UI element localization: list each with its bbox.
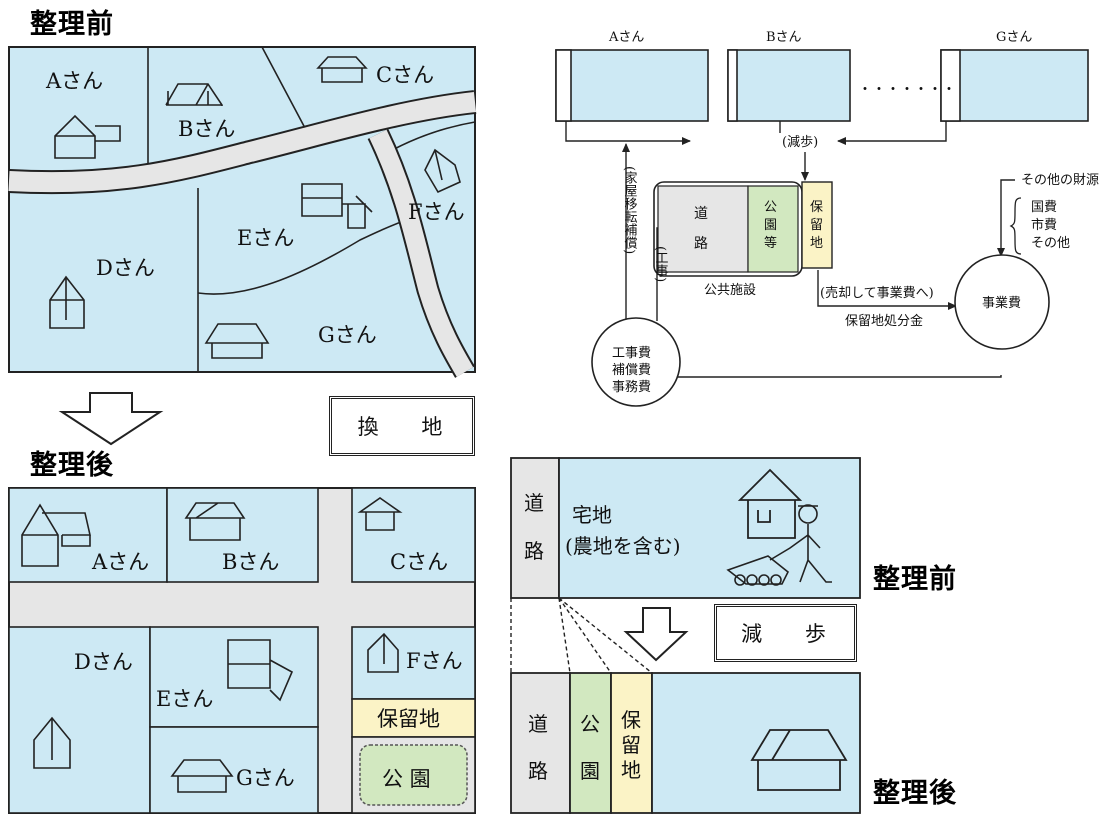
down-arrow-icon	[623, 607, 689, 662]
house-icon	[227, 639, 294, 702]
farmer-icon	[726, 504, 832, 586]
house-icon	[33, 716, 71, 769]
after-owner-e: Eさん	[156, 687, 213, 711]
house-icon	[54, 114, 121, 159]
flow-reserve-1: 保	[810, 200, 823, 215]
after-reserved-label: 保留地	[377, 707, 440, 731]
genbu-road-before-2: 路	[524, 539, 544, 563]
flow-disposal: 保留地処分金	[845, 313, 923, 329]
flow-road-2: 路	[694, 236, 708, 252]
after-owner-a: Aさん	[91, 550, 149, 574]
after-owner-d: Dさん	[74, 650, 133, 674]
genbu-residential-1: 宅地	[572, 503, 612, 527]
flow-genbu: (減歩)	[782, 134, 818, 150]
kanchi-tag: 換 地	[329, 396, 475, 456]
down-arrow-icon	[58, 392, 164, 446]
genbu-reserve-1: 保	[621, 708, 641, 732]
flow-park-2: 園	[764, 218, 777, 233]
before-owner-a: Aさん	[45, 69, 103, 93]
flow-reserve-2: 留	[810, 218, 823, 233]
genbu-residential-2: (農地を含む)	[565, 534, 681, 558]
flow-costs-1: 工事費	[612, 346, 651, 361]
genbu-diagram	[510, 457, 861, 814]
heading-before-right: 整理前	[873, 564, 957, 595]
flow-reserve-3: 地	[810, 236, 823, 251]
house-icon	[204, 323, 270, 359]
heading-before-left: 整理前	[30, 9, 114, 40]
house-icon	[184, 502, 246, 541]
after-owner-g: Gさん	[236, 766, 295, 790]
house-icon	[367, 632, 399, 673]
flow-sale: (売却して事業費へ)	[820, 285, 934, 301]
flow-dots: ・・・・・・・	[858, 82, 956, 98]
flow-source-1: 国費	[1031, 200, 1057, 215]
house-icon	[737, 468, 803, 539]
before-owner-c: Cさん	[376, 63, 434, 87]
before-owner-e: Eさん	[237, 226, 294, 250]
flow-relocation: (家屋移転補償)	[622, 166, 638, 254]
genbu-park-1: 公	[580, 712, 600, 736]
after-owner-f: Fさん	[406, 649, 463, 673]
genbu-reserve-3: 地	[621, 758, 641, 782]
before-owner-g: Gさん	[318, 323, 377, 347]
flow-park-3: 等	[764, 235, 777, 251]
flow-source-3: その他	[1031, 236, 1070, 251]
after-owner-b: Bさん	[222, 550, 279, 574]
house-icon	[750, 729, 848, 791]
flow-owner-b: Bさん	[766, 30, 802, 45]
flow-park-1: 公	[764, 200, 777, 215]
house-icon	[357, 497, 403, 531]
genbu-road-after-1: 道	[528, 712, 548, 736]
house-icon	[49, 275, 85, 329]
after-park-label: 公 園	[382, 767, 431, 791]
house-icon	[170, 759, 234, 793]
flow-road-1: 道	[694, 206, 708, 222]
flow-diagram	[555, 49, 1089, 407]
house-icon	[316, 56, 368, 83]
heading-after-left: 整理後	[30, 450, 114, 481]
flow-construction: (工事)	[653, 246, 669, 282]
genbu-road-before-1: 道	[524, 491, 544, 515]
flow-source-2: 市費	[1031, 217, 1057, 233]
genbu-road-after-2: 路	[528, 759, 548, 783]
before-owner-d: Dさん	[96, 256, 155, 280]
before-owner-b: Bさん	[178, 117, 235, 141]
house-icon	[21, 503, 92, 567]
genbu-reserve-2: 留	[621, 733, 641, 757]
genbu-tag: 減 歩	[714, 604, 857, 662]
flow-project-cost: 事業費	[982, 295, 1021, 311]
flow-other-sources: その他の財源	[1021, 173, 1099, 188]
flow-public-facilities: 公共施設	[704, 282, 756, 298]
genbu-park-2: 園	[580, 759, 600, 783]
before-map	[8, 46, 477, 378]
heading-after-right: 整理後	[873, 778, 957, 809]
flow-owner-g: Gさん	[996, 30, 1032, 45]
flow-owner-a: Aさん	[608, 30, 644, 45]
after-owner-c: Cさん	[390, 550, 448, 574]
before-owner-f: Fさん	[408, 200, 465, 224]
house-icon	[301, 183, 373, 229]
flow-costs-2: 補償費	[612, 363, 651, 378]
flow-costs-3: 事務費	[612, 380, 651, 395]
house-icon	[424, 148, 461, 194]
house-icon	[165, 83, 223, 106]
after-map	[8, 487, 476, 814]
